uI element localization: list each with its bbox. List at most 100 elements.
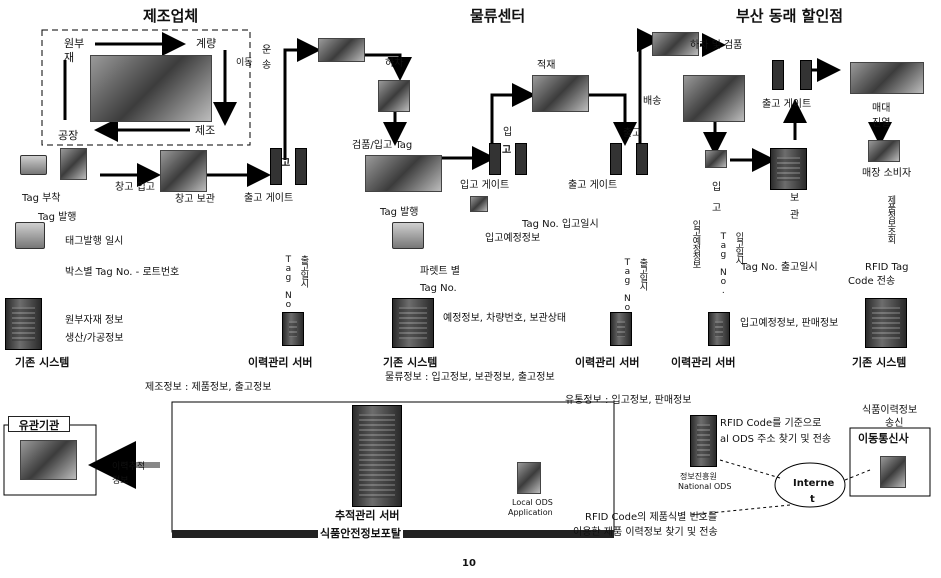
ods-line1: RFID Code를 기준으로 <box>720 418 822 429</box>
in-letter-top: 입 <box>503 127 513 138</box>
factory-label: 공장 <box>58 129 79 142</box>
rfid-line2: 이용한 제품 이력정보 찾기 및 전송 <box>573 527 718 538</box>
out-plan-label: 예정정보, 차량번호, 보관상태 <box>443 313 567 324</box>
legacy-system-1: 기존 시스템 <box>15 356 70 369</box>
unload-label: 하차 <box>385 58 404 69</box>
tag-issue2-label: Tag 발행 <box>380 207 419 218</box>
logistics-info-label: 물류정보 : 입고정보, 보관정보, 출고정보 <box>385 372 555 383</box>
in-store-label2: 고 <box>712 203 722 214</box>
tag-out-time-label: Tag No. 출고일시 <box>741 262 818 273</box>
out-gate-1 <box>270 148 282 185</box>
trace-info-label2: 정보 <box>112 476 129 486</box>
internet-label: Interne <box>793 478 835 489</box>
storage-label2: 관 <box>790 210 800 221</box>
legacy-system-3: 기존 시스템 <box>852 356 907 369</box>
legacy-server-1 <box>5 298 42 350</box>
tag-icon <box>20 155 47 175</box>
vert-tag-out: 출고일시 <box>298 255 309 287</box>
manufacture-label: 제조 <box>195 124 216 137</box>
local-ods-server <box>517 462 541 494</box>
cart-icon <box>868 140 900 162</box>
trace-mgmt-server <box>352 405 402 507</box>
rfid-tag-label: RFID Tag <box>865 262 909 273</box>
header-logistics: 물류센터 <box>470 7 526 25</box>
process-info-label: 생산/가공정보 <box>65 333 124 344</box>
header-manufacturer: 제조업체 <box>143 7 199 25</box>
dist-info-label: 유통정보 : 입고정보, 판매정보 <box>565 395 692 406</box>
trace-server-2: 이력관리 서버 <box>575 356 640 369</box>
out-gate-2 <box>610 143 622 175</box>
truck-icon <box>318 38 365 62</box>
out-gate-store-label: 출고 게이트 <box>762 99 812 110</box>
factory-photo <box>90 55 212 122</box>
food-info-label: 식품이력정보 <box>862 405 918 416</box>
pallet-photo <box>365 155 442 192</box>
transport-label: 운 <box>262 45 272 56</box>
pallet-tag-label: Tag No. <box>420 283 457 294</box>
reader-icon-2 <box>470 196 488 212</box>
vert-product-lookup: 제품정보조회 <box>885 195 896 243</box>
page-number: 10 <box>462 558 476 569</box>
box-tag-label: 박스별 Tag No. - 로트번호 <box>65 267 180 278</box>
vert-tag-no: Tag No. <box>283 255 294 318</box>
store-photo <box>683 75 745 122</box>
warehouse-in-label: 창고 입고 <box>115 182 155 193</box>
rfid-line1: RFID Code의 제품식별 번호를 <box>585 512 718 523</box>
truck-icon-2 <box>652 32 699 56</box>
shelf-photo <box>850 62 924 94</box>
antenna-icon <box>880 456 906 488</box>
national-ods-server <box>690 415 717 467</box>
warehouse-photo <box>160 150 207 192</box>
out-gate-letter: 고 <box>281 158 291 169</box>
move-label: 이동 <box>236 58 253 68</box>
mfg-info-label: 제조정보 : 제품정보, 출고정보 <box>145 382 272 393</box>
vert-tag-out-2: 출고일시 <box>637 258 648 290</box>
in-gate <box>489 143 501 175</box>
out-gate-store-b <box>800 60 812 90</box>
forklift-icon <box>378 80 410 112</box>
in-sale-label: 입고예정정보, 판매정보 <box>740 318 839 329</box>
local-ods-label: Local ODS <box>512 498 553 507</box>
legacy-system-2: 기존 시스템 <box>383 356 438 369</box>
mobile-carrier-label: 이동통신사 <box>858 432 909 445</box>
measure-label: 계량 <box>196 37 217 50</box>
in-gate-b <box>515 143 527 175</box>
store-consumer-label: 매장 소비자 <box>862 168 912 179</box>
warehouse-keep-label: 창고 보관 <box>175 194 215 205</box>
vert-tag-no-3: Tag No. <box>718 232 729 295</box>
tag-attach-label: Tag 부착 <box>22 193 61 204</box>
inspect-in-tag-label: 검품/입고 Tag <box>352 140 413 151</box>
factory-box <box>41 29 251 146</box>
ods-line2: al ODS 주소 찾기 및 전송 <box>720 434 832 445</box>
trace-info-label: 이력추적 <box>112 462 146 472</box>
national-label2: National ODS <box>678 482 732 491</box>
display-label2: 진열 <box>872 118 891 129</box>
storage-label: 보 <box>790 193 800 204</box>
tag-in-time-label: Tag No. 입고일시 <box>522 219 599 230</box>
vert-in-plan: 입고예정정보 <box>690 220 701 268</box>
trace-mgmt-server-label: 추적관리 서버 <box>335 509 400 522</box>
loading-photo <box>532 75 589 112</box>
code-send-label: Code 전송 <box>848 276 896 287</box>
in-letter: 고 <box>502 145 512 156</box>
trace-server-icon-3 <box>708 312 730 346</box>
legacy-server-3 <box>865 298 907 348</box>
tag-issue-label: Tag 발행 <box>38 212 77 223</box>
raw-label2: 재 <box>64 51 75 64</box>
in-gate-label: 입고 게이트 <box>460 180 510 191</box>
loading-label: 적재 <box>537 60 556 71</box>
agency-label: 유관기관 <box>8 416 70 432</box>
delivery-label: 배송 <box>643 96 662 107</box>
trace-server-1: 이력관리 서버 <box>248 356 313 369</box>
unload-inspect-label: 하차 및 검품 <box>690 40 743 51</box>
out-gate-store <box>772 60 784 90</box>
tag-issue-time-label: 태그발행 일시 <box>65 236 124 247</box>
in-plan-label: 입고예정정보 <box>485 233 541 244</box>
vert-in-time: 입고일시 <box>733 232 744 264</box>
tag-printer-1 <box>15 222 45 249</box>
header-busan-store: 부산 동래 할인점 <box>736 7 844 25</box>
transport-label2: 송 <box>262 60 272 71</box>
out-gate-1-label: 출고 게이트 <box>244 193 294 204</box>
agency-building <box>20 440 77 480</box>
internet-label2: t <box>810 494 815 505</box>
